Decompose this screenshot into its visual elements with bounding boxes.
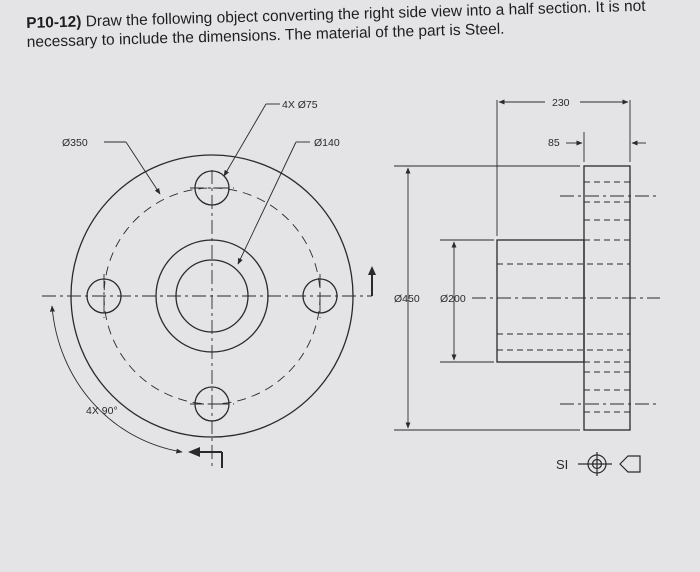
projection-circle-outer [587, 454, 607, 474]
hidden-lines [497, 181, 630, 413]
side-view-dimensions [394, 99, 646, 431]
projection-circle-inner [591, 458, 603, 470]
center-lines [42, 170, 372, 470]
side-view [472, 165, 660, 431]
outer-diameter-label: Ø350 [62, 137, 88, 149]
front-view-dimensions [49, 103, 310, 454]
angle-label: 4X 90° [86, 405, 118, 417]
overall-length-label: 230 [552, 97, 570, 109]
hole-count-label: 4X Ø75 [282, 99, 318, 111]
flange-thickness-label: 85 [548, 137, 560, 149]
cutting-plane-arrow-bottom [188, 447, 200, 457]
projection-symbol-label: SI [556, 457, 568, 472]
projection-symbol: SI [556, 452, 641, 476]
front-view [42, 154, 376, 470]
projection-cone [619, 455, 641, 473]
cutting-plane-line [221, 272, 373, 468]
bore-diameter-label: Ø140 [314, 137, 340, 149]
side-center-lines [472, 195, 660, 405]
hub-diameter-label: Ø200 [440, 293, 466, 305]
cutting-plane-arrow-top [368, 266, 376, 275]
hub-outline [496, 239, 585, 363]
flange-diameter-label: Ø450 [394, 293, 420, 305]
